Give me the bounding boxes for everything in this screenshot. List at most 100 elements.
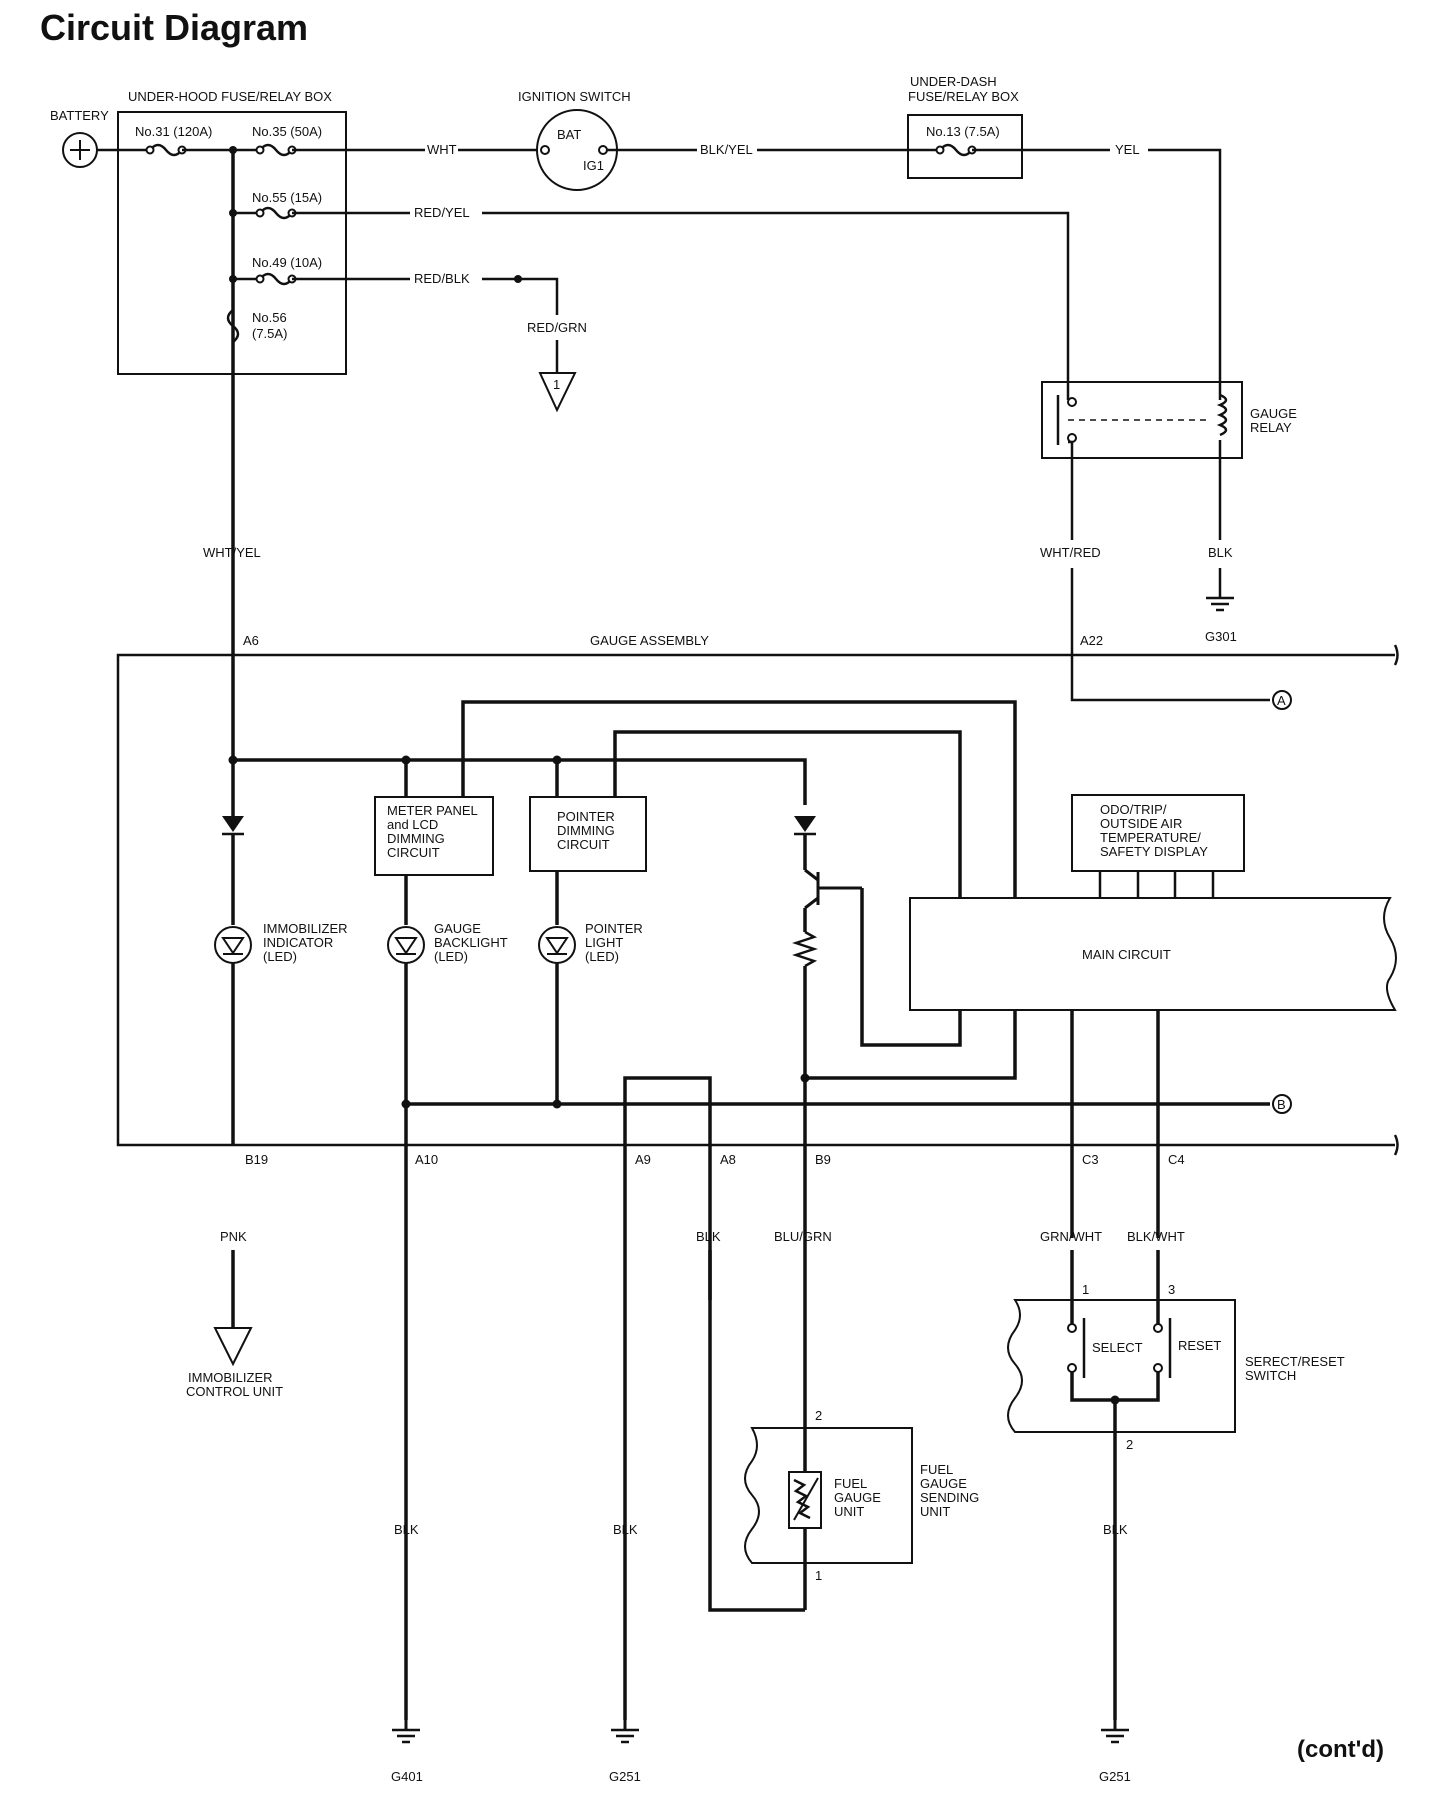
connector-c4: C4 xyxy=(1168,1152,1185,1167)
fuse-56-rating: (7.5A) xyxy=(252,326,287,341)
connector-c3: C3 xyxy=(1082,1152,1099,1167)
connector-a6: A6 xyxy=(243,633,259,648)
connector-b9: B9 xyxy=(815,1152,831,1167)
fuel-pin-2: 2 xyxy=(815,1408,822,1423)
transistor-icon xyxy=(804,868,862,910)
immobilizer-led-label-1: IMMOBILIZER xyxy=(263,921,348,936)
wire-blk-relay-label: BLK xyxy=(1208,545,1233,560)
under-dash-box-label-2: FUSE/RELAY BOX xyxy=(908,89,1019,104)
pointer-dimming-label-3: CIRCUIT xyxy=(557,837,610,852)
immobilizer-unit-label-1: IMMOBILIZER xyxy=(188,1370,273,1385)
display-label-1: ODO/TRIP/ xyxy=(1100,802,1167,817)
wire-blk-g251b-label: BLK xyxy=(1103,1522,1128,1537)
wire-wht-yel-label: WHT/YEL xyxy=(203,545,261,560)
connector-a10: A10 xyxy=(415,1152,438,1167)
ignition-switch-label: IGNITION SWITCH xyxy=(518,89,631,104)
switch-name-label-2: SWITCH xyxy=(1245,1368,1296,1383)
display-box xyxy=(1071,794,1245,872)
switch-name-label-1: SERECT/RESET xyxy=(1245,1354,1345,1369)
fuel-sending-label-2: GAUGE xyxy=(920,1476,967,1491)
immobilizer-unit-triangle xyxy=(213,1327,253,1367)
wire-blk-wht-label: BLK/WHT xyxy=(1127,1229,1185,1244)
ground-g251b-label: G251 xyxy=(1099,1769,1131,1784)
pointer-led-label-1: POINTER xyxy=(585,921,643,936)
main-circuit-label: MAIN CIRCUIT xyxy=(1082,947,1171,962)
fuse-35-symbol xyxy=(259,143,293,157)
connector-a9: A9 xyxy=(635,1152,651,1167)
wire-blu-grn-label: BLU/GRN xyxy=(774,1229,832,1244)
display-label-3: TEMPERATURE/ xyxy=(1100,830,1201,845)
wire-wht-label: WHT xyxy=(427,142,457,157)
wire-pnk-label: PNK xyxy=(220,1229,247,1244)
pointer-led-label-2: LIGHT xyxy=(585,935,623,950)
display-label-4: SAFETY DISPLAY xyxy=(1100,844,1208,859)
wire-red-blk-label: RED/BLK xyxy=(414,271,470,286)
meter-panel-label-2: and LCD xyxy=(387,817,438,832)
fuel-pin-1: 1 xyxy=(815,1568,822,1583)
pointer-dimming-box xyxy=(529,796,647,872)
display-label-2: OUTSIDE AIR xyxy=(1100,816,1182,831)
relay-coil xyxy=(1216,393,1228,437)
switch-pin-1: 1 xyxy=(1082,1282,1089,1297)
under-dash-fuse-box: UNDER-DASH FUSE/RELAY BOX No.13 (7.5A) xyxy=(907,74,1023,179)
backlight-led-icon xyxy=(387,926,425,964)
backlight-led-label-1: GAUGE xyxy=(434,921,481,936)
ign-bat-label: BAT xyxy=(557,127,581,142)
connector-a8: A8 xyxy=(720,1152,736,1167)
wire-blk-g401-label: BLK xyxy=(394,1522,419,1537)
page-title: Circuit Diagram xyxy=(40,7,308,48)
ground-g401-icon xyxy=(392,1728,420,1744)
meter-panel-label-1: METER PANEL xyxy=(387,803,478,818)
fuel-unit-label-1: FUEL xyxy=(834,1476,867,1491)
fuel-unit-label-3: UNIT xyxy=(834,1504,864,1519)
under-hood-fuse-box-label: UNDER-HOOD FUSE/RELAY BOX xyxy=(128,89,332,104)
backlight-led-label-3: (LED) xyxy=(434,949,468,964)
meter-panel-dimming-box xyxy=(374,796,494,876)
ignition-switch: IGNITION SWITCH BAT IG1 xyxy=(518,89,631,191)
fuse-49-symbol xyxy=(259,272,293,286)
immobilizer-unit-label-2: CONTROL UNIT xyxy=(186,1384,283,1399)
fuse-13-symbol xyxy=(939,143,973,157)
main-feed-diode-icon xyxy=(794,816,816,832)
fuse-56-label: No.56 xyxy=(252,310,287,325)
marker-a xyxy=(1272,690,1292,710)
wire-yel-label: YEL xyxy=(1115,142,1140,157)
ground-g251b-icon xyxy=(1101,1728,1129,1744)
under-dash-box-frame xyxy=(907,114,1023,179)
meter-panel-label-3: DIMMING xyxy=(387,831,445,846)
fuse-31-symbol xyxy=(149,143,183,157)
gauge-relay-frame xyxy=(1041,381,1243,459)
wire-red-grn-label: RED/GRN xyxy=(527,320,587,335)
fuse-55-label: No.55 (15A) xyxy=(252,190,322,205)
marker-a-label: A xyxy=(1277,693,1286,708)
switch-select-label: SELECT xyxy=(1092,1340,1143,1355)
ground-g401-label: G401 xyxy=(391,1769,423,1784)
ign-ig1-label: IG1 xyxy=(583,158,604,173)
fuel-sending-label-1: FUEL xyxy=(920,1462,953,1477)
marker-b-label: B xyxy=(1277,1097,1286,1112)
gauge-relay-label-1: GAUGE xyxy=(1250,406,1297,421)
gauge-relay: GAUGE RELAY xyxy=(1041,381,1297,459)
battery: BATTERY xyxy=(50,108,109,168)
immobilizer-led-label-2: INDICATOR xyxy=(263,935,333,950)
fuel-sending-label-4: UNIT xyxy=(920,1504,950,1519)
select-reset-switch-frame xyxy=(1007,1299,1236,1433)
switch-reset-label: RESET xyxy=(1178,1338,1221,1353)
wire-red-yel-label: RED/YEL xyxy=(414,205,470,220)
connector-a22: A22 xyxy=(1080,633,1103,648)
ground-g251a-label: G251 xyxy=(609,1769,641,1784)
battery-label: BATTERY xyxy=(50,108,109,123)
fuse-31-label: No.31 (120A) xyxy=(135,124,212,139)
fuel-sending-label-3: SENDING xyxy=(920,1490,979,1505)
switch-pin-3: 3 xyxy=(1168,1282,1175,1297)
pointer-dimming-label-1: POINTER xyxy=(557,809,615,824)
wire-wht-red-label: WHT/RED xyxy=(1040,545,1101,560)
red-grn-pin: 1 xyxy=(553,377,560,392)
ground-g251a-icon xyxy=(611,1728,639,1744)
pointer-led-icon xyxy=(538,926,576,964)
ground-g301-label: G301 xyxy=(1205,629,1237,644)
gauge-relay-label-2: RELAY xyxy=(1250,420,1292,435)
continued-label: (cont'd) xyxy=(1297,1736,1384,1763)
fuse-49-label: No.49 (10A) xyxy=(252,255,322,270)
